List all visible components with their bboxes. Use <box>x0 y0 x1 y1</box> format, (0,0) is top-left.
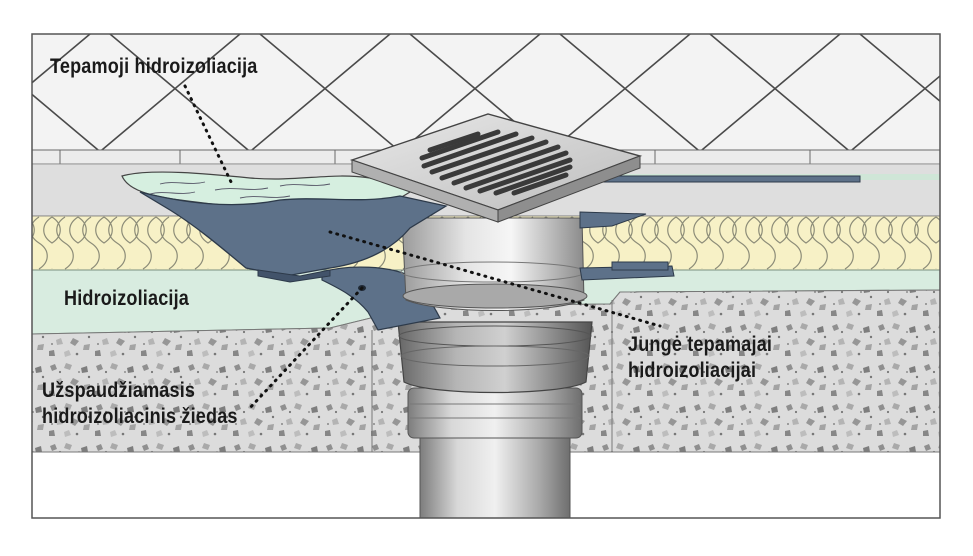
drain-pipe <box>397 321 593 518</box>
membrane-sheet <box>139 191 448 277</box>
label-surface-waterproofing: Tepamoji hidroizoliacija <box>50 55 258 78</box>
drain-grate <box>349 113 643 223</box>
label-clamping-ring-line1: Užspaudžiamasis <box>42 379 196 402</box>
label-clamping-ring-line2: hidroizoliacinis žiedas <box>42 405 238 428</box>
label-connects: Jungė tepamajai hidroizoliacijai <box>628 332 772 384</box>
connector-flange-right <box>579 211 647 229</box>
label-clamping-ring: Užspaudžiamasis hidroizoliacinis žiedas <box>42 378 238 430</box>
drain-body <box>400 217 588 311</box>
label-connects-line1: Jungė tepamajai <box>628 333 773 356</box>
label-connects-line2: hidroizoliacijai <box>628 359 757 382</box>
label-waterproofing: Hidroizoliacija <box>64 287 190 310</box>
leader-lines <box>183 84 662 412</box>
